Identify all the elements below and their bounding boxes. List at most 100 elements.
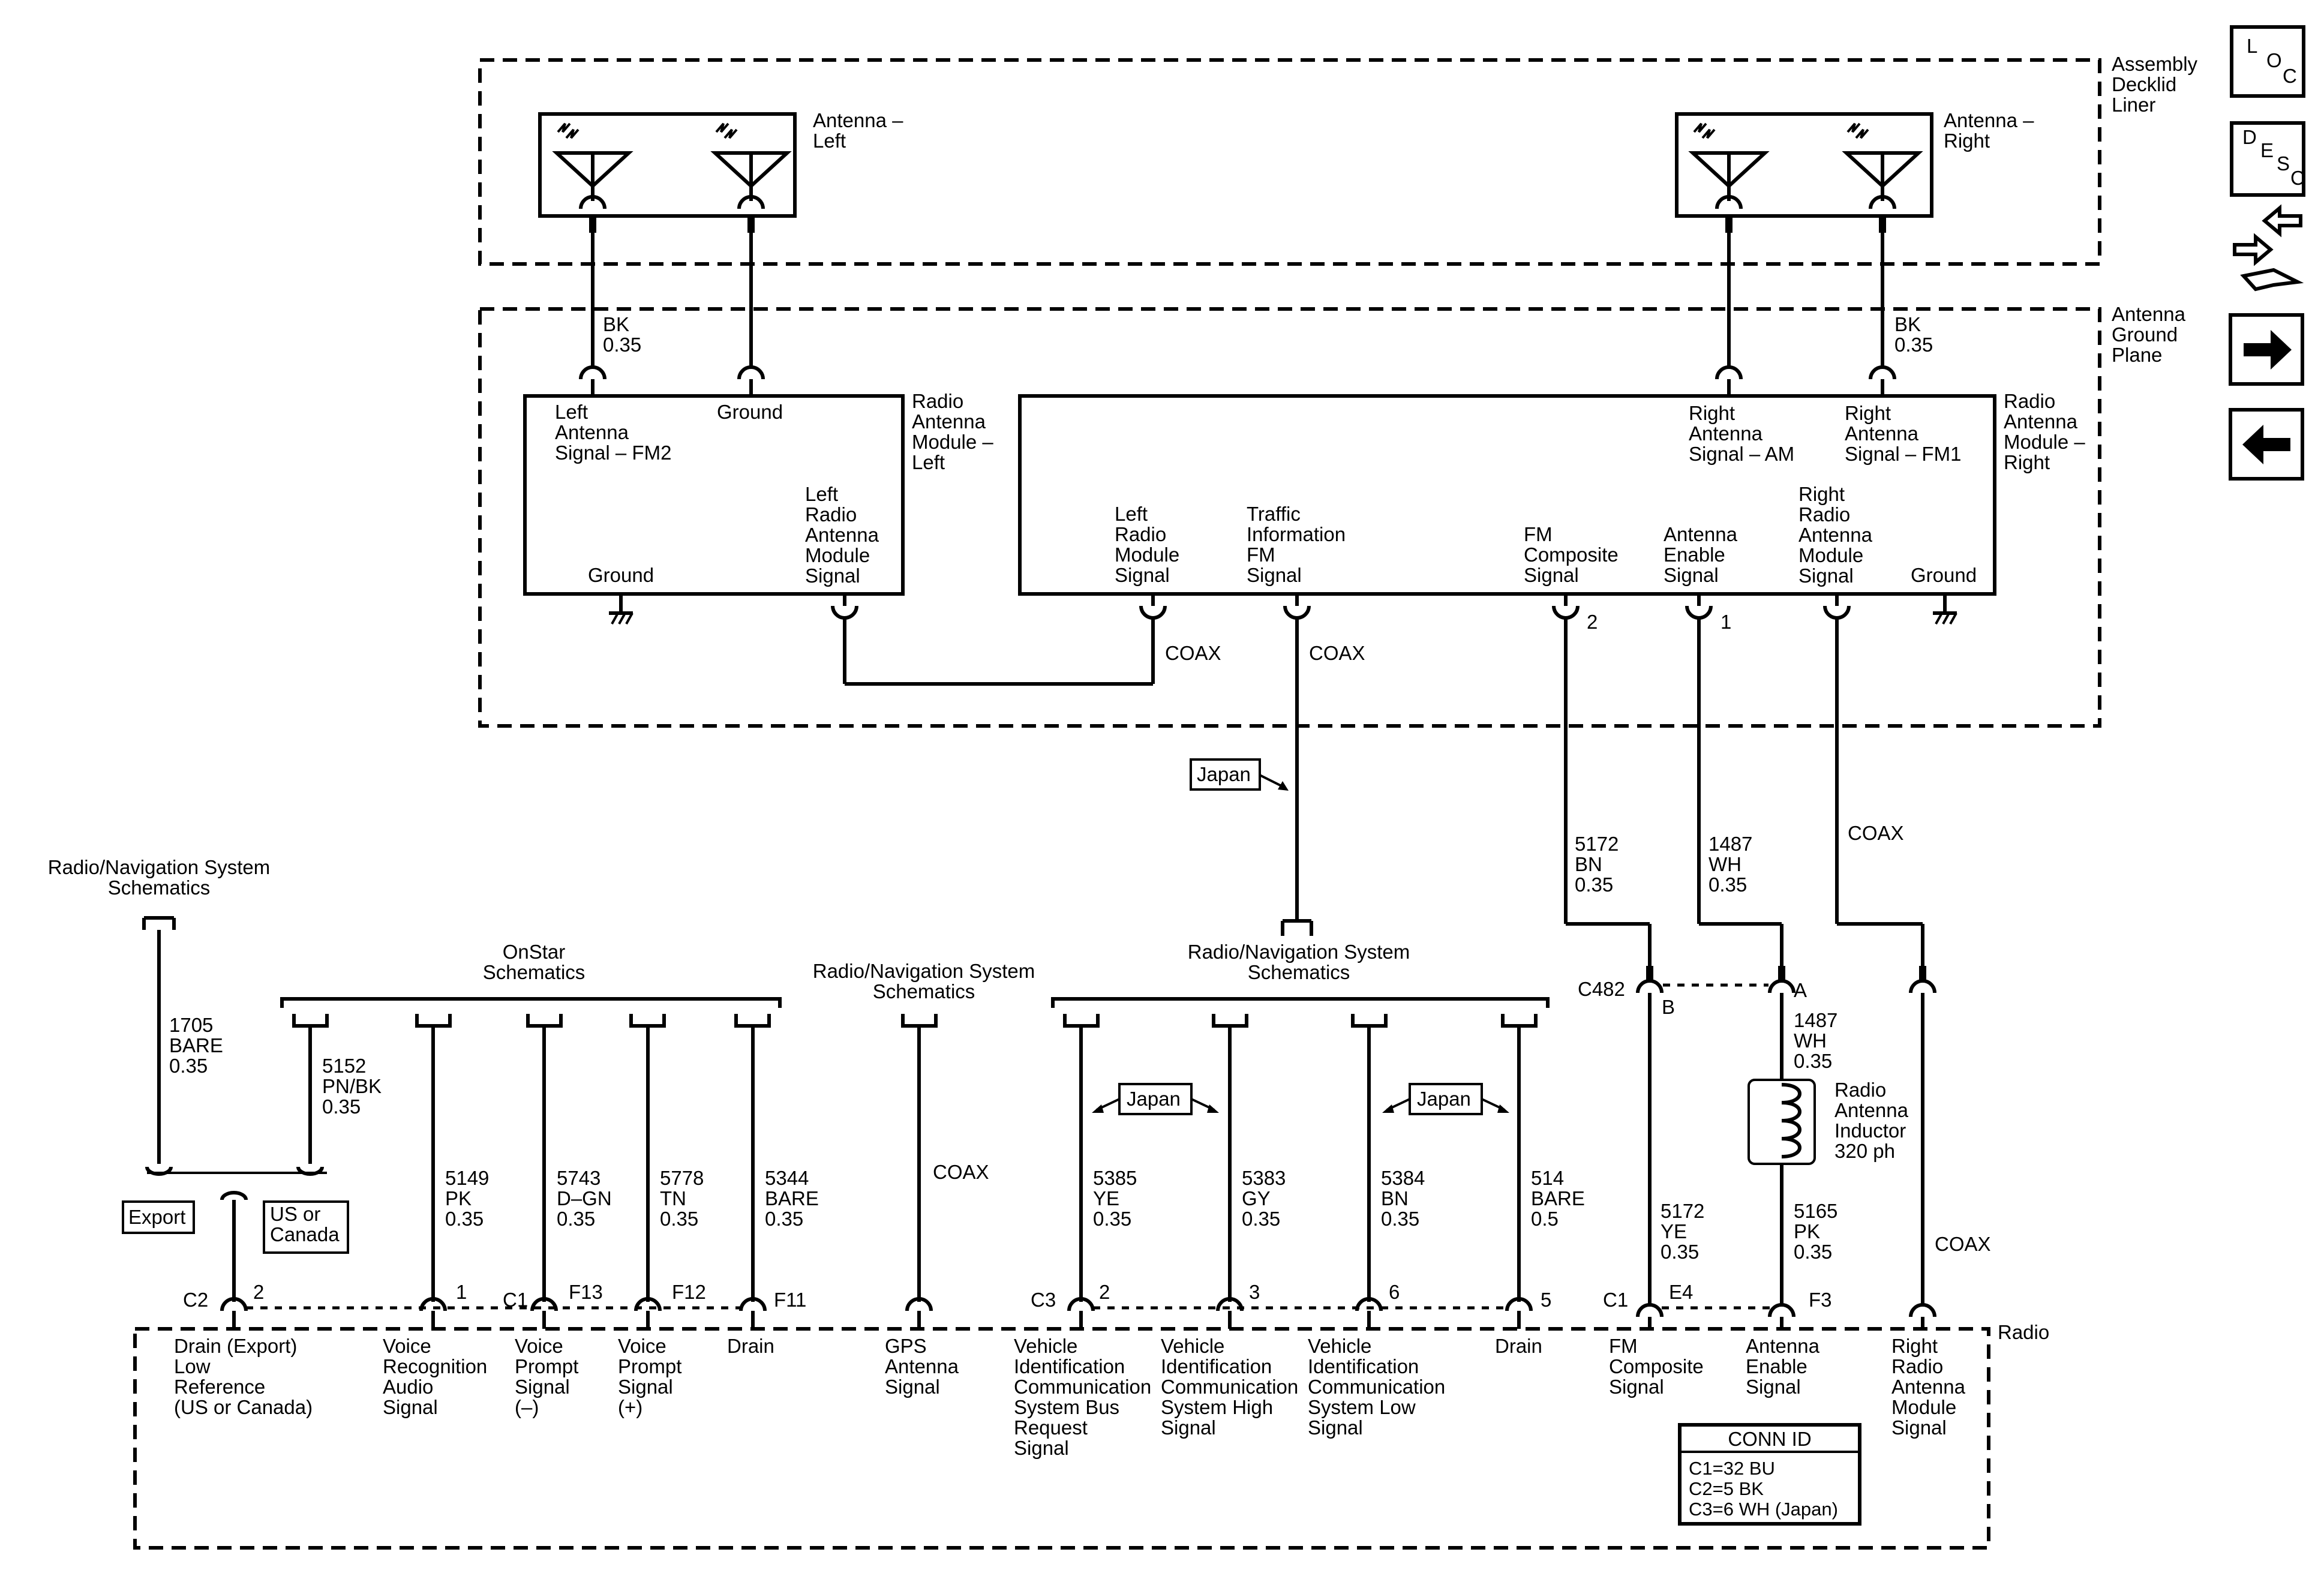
svg-text:E: E [2260, 139, 2274, 161]
coax-label-1: COAX [1165, 642, 1221, 664]
antenna-right-element-1-icon [1688, 122, 1770, 209]
vic-connector-stubs [1063, 1014, 1538, 1028]
gps-coax-wire [901, 1014, 938, 1329]
svg-text:Export: Export [128, 1206, 185, 1228]
antenna-right-label: Antenna –Right [1944, 109, 2034, 152]
vic-wires [1067, 1026, 1533, 1329]
radio-antenna-module-right [1018, 394, 1996, 596]
pin-1-onstar-label: 1 [456, 1281, 467, 1303]
previous-arrow-icon[interactable] [2242, 425, 2290, 464]
svg-text:Japan: Japan [1197, 763, 1251, 785]
antenna-left-element-1-icon [552, 122, 633, 209]
desc-button[interactable]: D E S C [2230, 121, 2305, 197]
radio-antenna-module-left [523, 394, 905, 596]
connector-c3-label: C3 [1031, 1289, 1056, 1311]
connector-c2-label: C2 [183, 1289, 208, 1311]
svg-text:L: L [2247, 35, 2257, 57]
coax-label-4: COAX [1935, 1233, 1991, 1255]
fm-composite-wire [1552, 594, 1664, 1329]
connector-view-icon[interactable] [2233, 204, 2304, 292]
pin-f12-label: F12 [672, 1281, 706, 1303]
svg-text:S: S [2277, 152, 2290, 175]
c482-pin-a-label: A [1794, 979, 1807, 1001]
next-page-button[interactable] [2229, 313, 2304, 386]
traffic-info-wire [1281, 594, 1313, 936]
c482-label: C482 [1578, 978, 1625, 1000]
connector-view-button[interactable] [2233, 204, 2304, 292]
ram-left-ground-bottom-label: Ground [588, 564, 654, 586]
assembly-decklid-liner-boundary [478, 58, 2101, 266]
svg-text:Japan: Japan [1127, 1088, 1181, 1110]
japan-option-tag-3: Japan [1382, 1083, 1509, 1115]
previous-page-button[interactable] [2229, 408, 2304, 481]
pin-2-label: 2 [1587, 611, 1598, 633]
coax-link-left-to-right [831, 594, 1167, 686]
conn-id-c2: C2=5 BK [1689, 1478, 1764, 1499]
antenna-ground-plane-boundary [478, 307, 2101, 728]
conn-id-table: CONN ID C1=32 BU C2=5 BK C3=6 WH (Japan) [1678, 1423, 1861, 1526]
conn-id-c1: C1=32 BU [1689, 1458, 1775, 1479]
svg-text:Japan: Japan [1417, 1088, 1471, 1110]
antenna-left-element-2-icon [710, 122, 792, 209]
japan-option-tag-2: Japan [1092, 1083, 1219, 1115]
conn-id-c3: C3=6 WH (Japan) [1689, 1499, 1838, 1520]
vic-bracket [1051, 997, 1550, 1008]
next-arrow-icon[interactable] [2244, 330, 2292, 370]
loc-button[interactable]: L O C [2230, 25, 2305, 98]
antenna-left-box [538, 112, 797, 218]
antenna-enable-wire [1685, 594, 1795, 1329]
radio-drain-vic-label: Drain [1495, 1335, 1542, 1357]
drain-export-wire [142, 916, 327, 1329]
svg-text:C: C [2283, 65, 2297, 87]
right-ram-coax-wire [1823, 594, 1936, 1329]
loc-icon[interactable] [2230, 25, 2305, 98]
antenna-left-label: Antenna –Left [813, 109, 903, 152]
pin-1-label: 1 [1721, 611, 1731, 633]
inductor-icon [1747, 1079, 1816, 1165]
svg-text:D: D [2242, 126, 2257, 148]
ground-symbol-icon [609, 594, 633, 625]
desc-icon[interactable] [2230, 121, 2305, 197]
pin-c3-6-label: 6 [1389, 1281, 1400, 1303]
conn-id-title: CONN ID [1728, 1428, 1811, 1450]
pin-f11-label: F11 [774, 1289, 806, 1311]
pin-f13-label: F13 [569, 1281, 603, 1303]
radio-label: Radio [1998, 1321, 2049, 1343]
ground-symbol-right-icon [1933, 594, 1957, 625]
onstar-wires [419, 1026, 767, 1329]
